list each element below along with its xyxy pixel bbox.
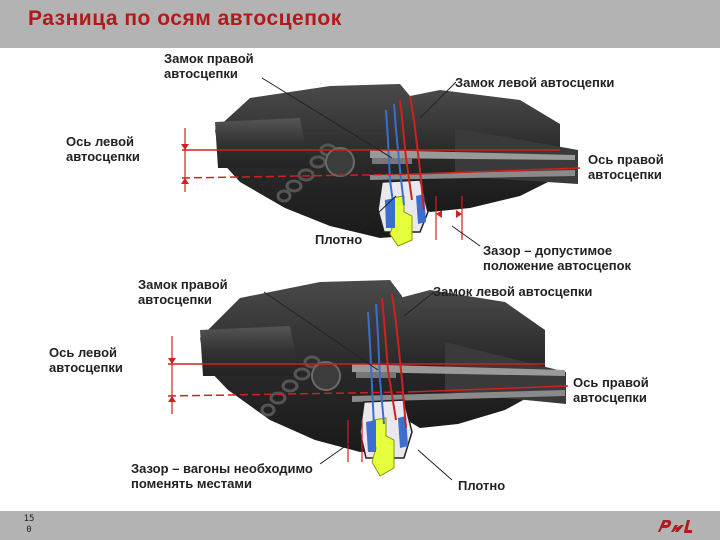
bottom-label-right-lock: Замок правой автосцепки: [138, 277, 228, 307]
bottom-left-coupler-head: [200, 280, 410, 452]
bottom-label-left-lock: Замок левой автосцепки: [433, 284, 593, 299]
bottom-label-tight: Плотно: [458, 478, 506, 493]
top-label-tight: Плотно: [315, 232, 363, 247]
bottom-coupler: [167, 280, 569, 481]
top-label-left-lock: Замок левой автосцепки: [455, 75, 615, 90]
top-label-gap: Зазор – допустимое положение автосцепок: [483, 243, 632, 273]
bottom-left-shank: [200, 326, 300, 376]
bottom-label-left-axis: Ось левой автосцепки: [49, 345, 123, 375]
bottom-chain: [260, 355, 321, 417]
bottom-label-right-axis: Ось правой автосцепки: [573, 375, 649, 405]
top-label-right-lock: Замок правой автосцепки: [164, 51, 254, 81]
top-left-shank: [215, 118, 310, 168]
top-coupler: [181, 77, 581, 247]
header-bar: [0, 0, 720, 48]
top-chain: [276, 143, 337, 203]
slide-title: Разница по осям автосцепок: [28, 7, 342, 30]
top-label-right-axis: Ось правой автосцепки: [588, 152, 664, 182]
bottom-label-gap: Зазор – вагоны необходимо поменять места…: [131, 461, 313, 491]
rzd-logo-icon: [658, 520, 692, 533]
top-label-left-axis: Ось левой автосцепки: [66, 134, 140, 164]
coupler-diagram: [167, 77, 581, 481]
footer-bar: [0, 511, 720, 540]
slide-number: 15 0: [23, 514, 35, 535]
